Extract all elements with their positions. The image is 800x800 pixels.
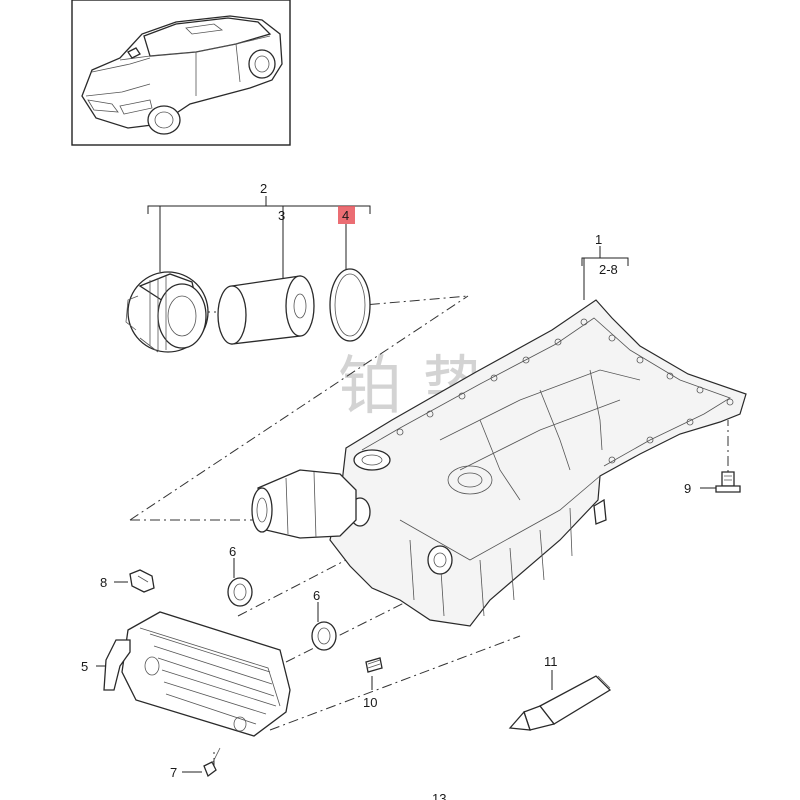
callout-10: 10 [363,695,377,710]
o-ring [329,268,371,342]
callout-1-range: 2-8 [599,262,618,277]
callout-13: 13 [432,791,446,800]
cooler-bolt [203,747,221,778]
callout-6-upper: 6 [229,544,236,559]
callout-11: 11 [544,654,558,669]
callout-bracket-1 [581,246,629,300]
callout-7: 7 [170,765,177,780]
oil-pan [329,299,747,627]
flange-bolt-holes [396,318,734,464]
oil-cooler [103,611,291,737]
oil-filter-element [217,275,315,345]
seal-ring-upper [227,577,253,607]
callout-3: 3 [278,208,285,223]
hose-clip [129,569,155,593]
callout-5: 5 [81,659,88,674]
spring [365,657,383,673]
callout-bracket-2 [147,196,371,280]
leader-lines [96,487,716,773]
callout-1: 1 [595,232,602,247]
callout-6-lower: 6 [313,588,320,603]
car-illustration [81,15,283,135]
seal-ring-lower [311,621,337,651]
oil-filter-cap [125,271,209,353]
sealant-tube [508,675,612,731]
callout-8: 8 [100,575,107,590]
callout-4-highlight [338,206,355,224]
callout-labels: 2 3 4 1 2-8 9 6 6 8 5 10 11 7 13 [81,181,691,800]
vehicle-thumbnail [71,0,291,146]
callout-2: 2 [260,181,267,196]
callout-9: 9 [684,481,691,496]
callout-4: 4 [342,208,349,223]
oil-return-pipe [251,469,357,539]
pan-bolt [715,471,741,493]
